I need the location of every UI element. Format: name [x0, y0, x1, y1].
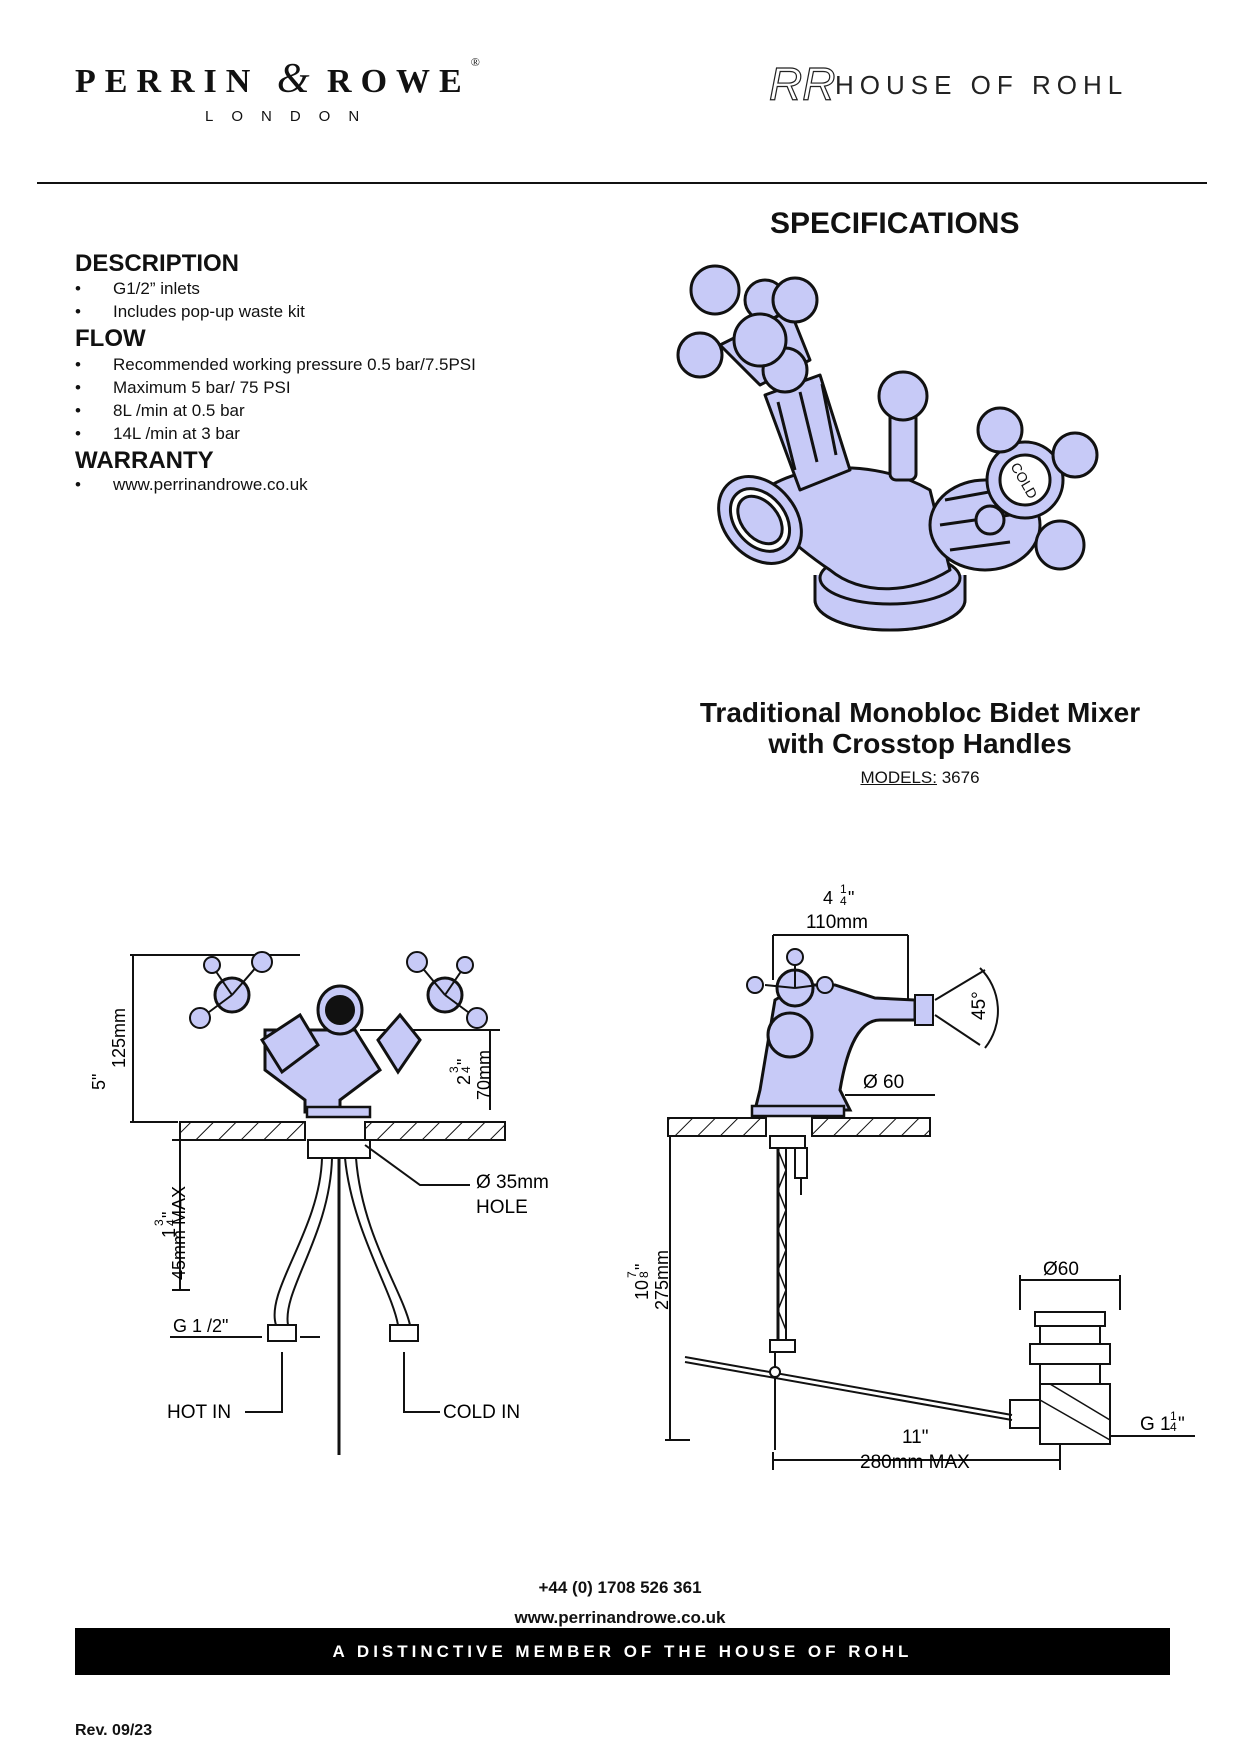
side-elevation-drawing: 4 1 4 " 110mm 45° Ø 60 10 7 8 " 275mm Ø6…: [625, 882, 1195, 1473]
hot-in-label: HOT IN: [167, 1402, 231, 1423]
dim-deck-in-frac-den: 4: [164, 1219, 178, 1226]
footer-phone: +44 (0) 1708 526 361: [538, 1578, 702, 1597]
angle-label: 45°: [969, 991, 990, 1020]
brand-subtitle: LONDON: [205, 108, 378, 125]
list-item: G1/2” inlets: [75, 277, 305, 300]
dim-deck-in: 1 3 4 ": [152, 1212, 179, 1238]
inlet-thread-label: G 1 /2": [173, 1316, 228, 1336]
dim-deck-mm: 45mm MAX: [169, 1186, 189, 1280]
description-heading: DESCRIPTION: [75, 250, 240, 277]
rohl-monogram-text: RR: [769, 58, 835, 110]
list-item: 8L /min at 0.5 bar: [75, 399, 476, 422]
models-label: MODELS:: [860, 768, 937, 787]
brand-name-part2: ROWE: [327, 63, 471, 100]
warranty-heading: WARRANTY: [75, 447, 214, 474]
hole-dia-label: Ø 35mm: [476, 1172, 549, 1193]
dim-width-in-frac-num: 1: [840, 882, 847, 896]
waste-thread-unit: ": [1178, 1414, 1185, 1435]
product-title: Traditional Monobloc Bidet Mixer with Cr…: [600, 697, 1240, 759]
dim-body-in-whole: 2: [454, 1075, 474, 1085]
list-item: Includes pop-up waste kit: [75, 300, 305, 323]
front-elevation-drawing: 5" 125mm 2 3 4 " 70mm 1 3 4 " 45mm MAX Ø…: [89, 951, 549, 1455]
warranty-list: www.perrinandrowe.co.uk: [75, 473, 308, 496]
dim-depth-in-whole: 10: [632, 1280, 652, 1300]
hole-label: HOLE: [476, 1197, 528, 1218]
dim-height-mm: 125mm: [109, 1008, 129, 1068]
product-illustration: COLD: [676, 264, 1099, 632]
models-line: MODELS: 3676: [600, 768, 1240, 788]
flow-heading: FLOW: [75, 325, 146, 352]
waste-thread-whole: G 1: [1140, 1414, 1171, 1435]
brand-ampersand: &: [276, 56, 310, 102]
dim-deck-in-unit: ": [159, 1212, 179, 1218]
dim-deck-in-whole: 1: [159, 1228, 179, 1238]
list-item: Maximum 5 bar/ 75 PSI: [75, 376, 476, 399]
dim-width-mm: 110mm: [806, 912, 868, 933]
dim-height-in: 5": [89, 1074, 109, 1090]
product-title-line2: with Crosstop Handles: [768, 728, 1072, 759]
brand-name-part1: PERRIN: [75, 63, 260, 100]
waste-thread-label: G 1 1 4 ": [1140, 1409, 1185, 1435]
waste-thread-den: 4: [1170, 1420, 1177, 1434]
waste-thread-num: 1: [1170, 1409, 1177, 1423]
dim-depth-mm: 275mm: [652, 1250, 672, 1310]
reach-in-label: 11": [902, 1427, 928, 1448]
page-title: SPECIFICATIONS: [770, 207, 1020, 240]
brand-logo-perrin-rowe: PERRIN & ROWE®: [75, 55, 480, 103]
dim-body-in-unit: ": [454, 1059, 474, 1065]
registered-mark: ®: [470, 55, 480, 69]
dim-body-mm: 70mm: [474, 1050, 494, 1100]
models-value: 3676: [941, 768, 980, 787]
dim-body-in-frac-den: 4: [459, 1066, 473, 1073]
base-dia-label: Ø 60: [863, 1072, 904, 1093]
dim-width-in-unit: ": [848, 888, 854, 908]
dim-body-in: 2 3 4 ": [447, 1059, 474, 1085]
revision-label: Rev. 09/23: [75, 1722, 153, 1739]
dim-body-in-frac-num: 3: [447, 1066, 461, 1073]
dim-width-in-whole: 4: [823, 888, 833, 908]
footer-band: A DISTINCTIVE MEMBER OF THE HOUSE OF ROH…: [75, 1628, 1170, 1675]
dim-depth-in: 10 7 8 ": [625, 1264, 652, 1300]
rohl-monogram-icon: RR: [768, 57, 835, 110]
dim-deck-in-frac-num: 3: [152, 1219, 166, 1226]
house-of-rohl-logo-text: HOUSE OF ROHL: [835, 70, 1129, 100]
description-list: G1/2” inlets Includes pop-up waste kit: [75, 277, 305, 323]
cold-in-label: COLD IN: [443, 1402, 520, 1423]
dim-width-in: 4 1 4 ": [823, 882, 854, 908]
dim-depth-in-frac-den: 8: [637, 1271, 651, 1278]
flow-list: Recommended working pressure 0.5 bar/7.5…: [75, 353, 476, 445]
list-item: Recommended working pressure 0.5 bar/7.5…: [75, 353, 476, 376]
header-divider: [37, 182, 1207, 184]
reach-mm-label: 280mm MAX: [860, 1452, 970, 1473]
dim-depth-in-unit: ": [632, 1264, 652, 1270]
footer-website: www.perrinandrowe.co.uk: [514, 1608, 726, 1627]
dim-width-in-frac-den: 4: [840, 894, 847, 908]
dim-depth-in-frac-num: 7: [625, 1271, 639, 1278]
list-item: 14L /min at 3 bar: [75, 422, 476, 445]
warranty-website: www.perrinandrowe.co.uk: [75, 473, 308, 496]
product-title-line1: Traditional Monobloc Bidet Mixer: [699, 697, 1141, 728]
waste-dia-label: Ø60: [1043, 1259, 1079, 1280]
